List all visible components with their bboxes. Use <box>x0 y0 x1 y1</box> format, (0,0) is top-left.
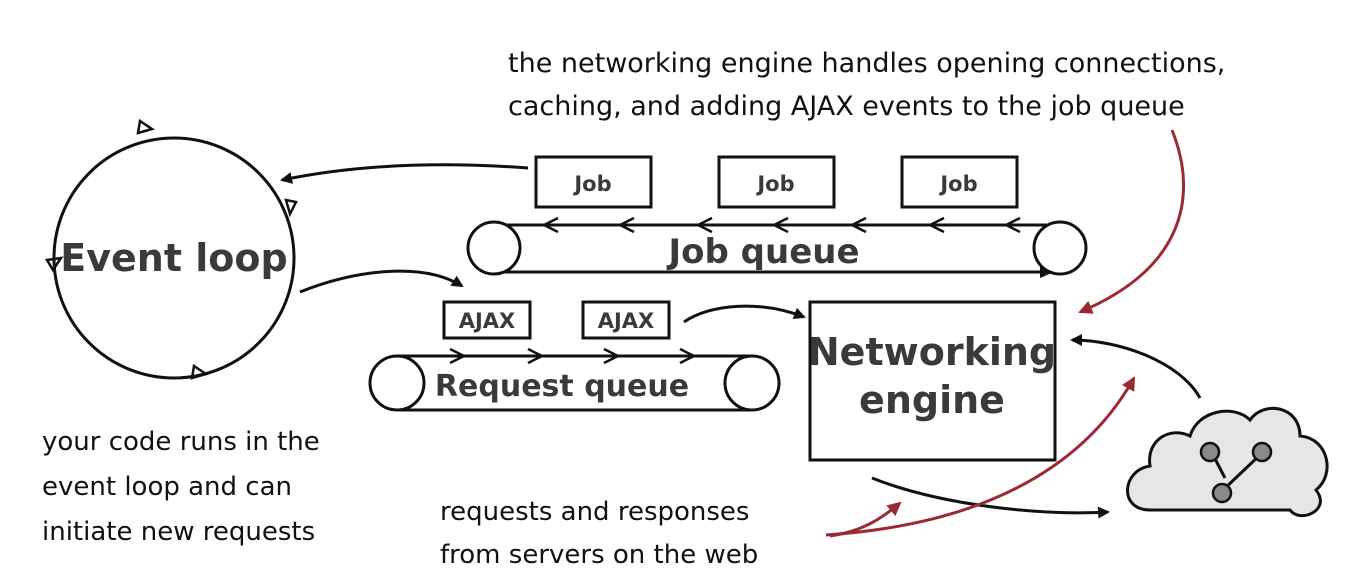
cloud-network-icon <box>1126 406 1329 517</box>
annotation-code-line1: your code runs in the <box>42 427 320 457</box>
arrow-ajax-to-networking-engine <box>683 304 806 324</box>
ajax-request-item: AJAX <box>581 300 671 340</box>
job-label: Job <box>755 172 794 196</box>
arrow-networking-engine-to-cloud <box>871 476 1110 519</box>
ajax-request-item: AJAX <box>442 300 532 340</box>
arrow-event-loop-to-request-queue <box>299 269 464 294</box>
networking-engine-label-line2: engine <box>859 378 1005 422</box>
annotation-servers-line1: requests and responses <box>440 497 749 527</box>
job-queue: Job queue <box>466 216 1088 278</box>
arrow-annotation-to-engine <box>825 376 1136 537</box>
job-item: Job <box>534 155 653 209</box>
job-label: Job <box>572 172 611 196</box>
annotation-code-line3: initiate new requests <box>42 517 315 547</box>
annotation-networking-line2: caching, and adding AJAX events to the j… <box>508 91 1185 122</box>
annotation-networking-line1: the networking engine handles opening co… <box>508 48 1225 79</box>
flow-arrows <box>280 163 1202 519</box>
networking-engine-label-line1: Networking <box>808 330 1056 374</box>
ajax-label: AJAX <box>598 309 655 333</box>
arrow-cloud-to-networking-engine <box>1070 334 1202 399</box>
event-loop: Event loop <box>44 118 298 380</box>
request-queue-label: Request queue <box>435 369 689 404</box>
job-item: Job <box>900 155 1019 209</box>
arrow-job-to-event-loop <box>280 163 529 184</box>
event-loop-label: Event loop <box>60 236 287 280</box>
annotation-servers-line2: from servers on the web <box>440 540 758 570</box>
networking-engine: Networking engine <box>808 300 1057 462</box>
job-item: Job <box>717 155 836 209</box>
annotation-arrows <box>825 129 1185 538</box>
arrow-annotation-to-networking-engine <box>1078 129 1185 314</box>
request-queue: Request queue <box>368 347 781 412</box>
ajax-label: AJAX <box>459 309 516 333</box>
annotation-code-line2: event loop and can <box>42 472 292 502</box>
arrow-annotation-short <box>829 501 902 538</box>
job-label: Job <box>938 172 977 196</box>
job-queue-label: Job queue <box>666 232 859 272</box>
